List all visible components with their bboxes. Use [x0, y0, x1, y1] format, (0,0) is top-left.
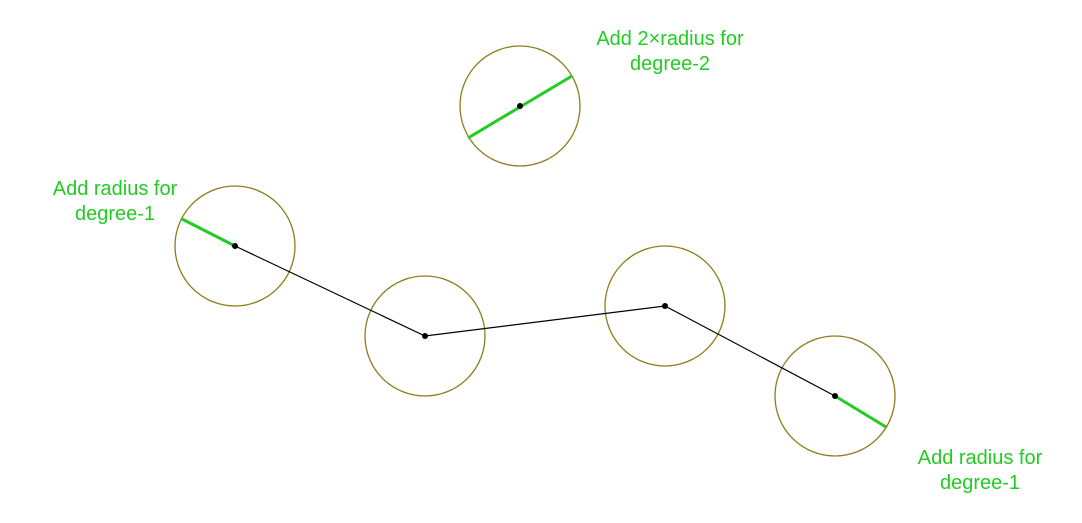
radius-highlight-right — [834, 394, 887, 429]
center-dot-isolated — [517, 103, 523, 109]
circle-node-4 — [774, 335, 896, 457]
label-degree-1-right: Add radius for degree-1 — [885, 446, 1075, 496]
label-degree-1-left-line1: Add radius for — [52, 178, 178, 200]
circle-node-1 — [174, 185, 296, 307]
radius-highlight-left — [181, 217, 236, 248]
label-degree-2-line2: degree-2 — [629, 53, 711, 75]
label-degree-1-right-line2: degree-1 — [939, 472, 1021, 494]
center-dot-node-3 — [662, 303, 668, 309]
center-dot-node-2 — [422, 333, 428, 339]
circle-isolated — [459, 45, 581, 167]
label-degree-2: Add 2×radius for degree-2 — [560, 27, 780, 77]
circle-node-3 — [604, 245, 726, 367]
circle-node-2 — [364, 275, 486, 397]
label-degree-1-right-line1: Add radius for — [917, 447, 1043, 469]
label-degree-1-left-line2: degree-1 — [74, 203, 156, 225]
center-dot-node-4 — [832, 393, 838, 399]
center-dot-node-1 — [232, 243, 238, 249]
connecting-path — [234, 245, 836, 397]
label-degree-1-left: Add radius for degree-1 — [5, 177, 225, 227]
label-degree-2-line1: Add 2×radius for — [596, 28, 744, 50]
